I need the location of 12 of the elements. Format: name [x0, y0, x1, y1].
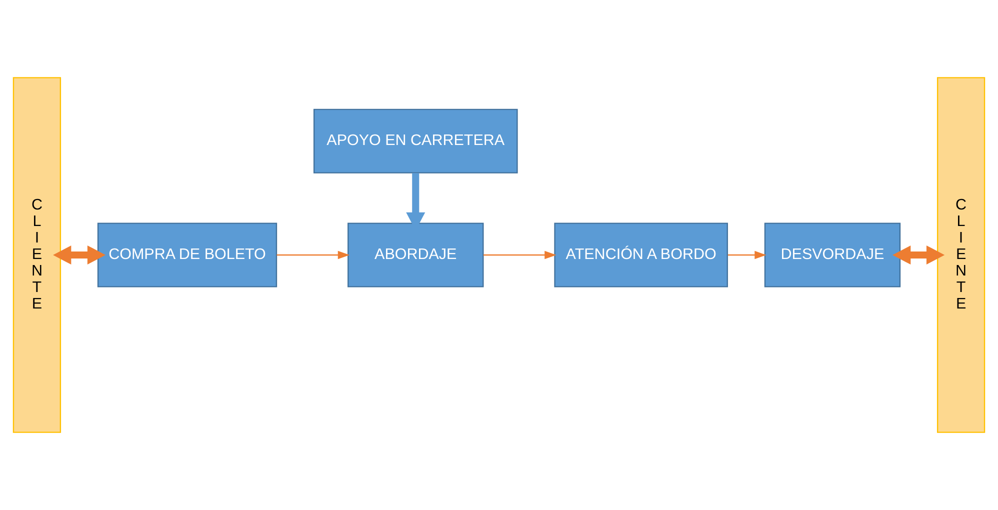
- node-box: CLIENTE: [936, 77, 986, 433]
- arrow: [276, 250, 350, 260]
- arrow: [728, 250, 766, 260]
- arrow: [483, 250, 556, 260]
- node-box: APOYO EN CARRETERA: [313, 108, 518, 174]
- node-box: COMPRA DE BOLETO: [97, 222, 278, 288]
- arrow: [892, 245, 945, 265]
- node-box: ATENCIÓN A BORDO: [554, 222, 728, 288]
- arrow: [53, 245, 106, 265]
- node-box: ABORDAJE: [348, 222, 484, 288]
- node-box: DESVORDAJE: [764, 222, 901, 288]
- node-box: CLIENTE: [12, 77, 62, 433]
